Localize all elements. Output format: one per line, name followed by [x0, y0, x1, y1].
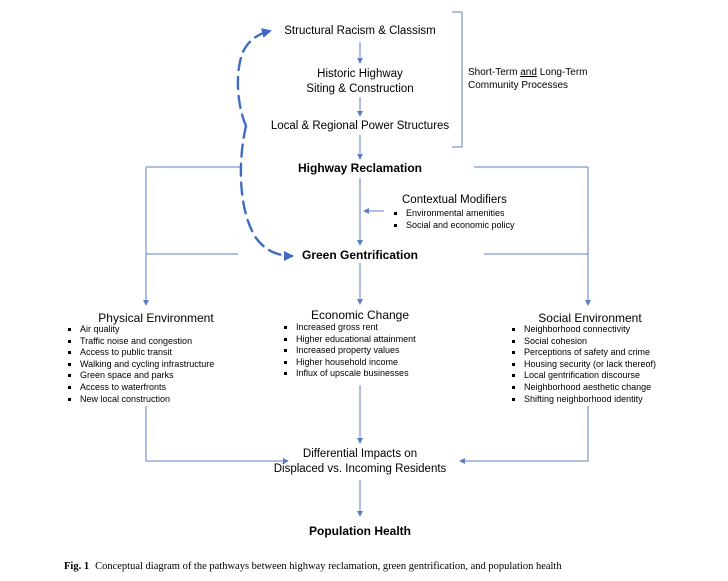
list-item: Environmental amenities: [392, 208, 515, 220]
node-differential-line2: Displaced vs. Incoming Residents: [273, 463, 447, 475]
node-economic-change: Economic Change: [310, 308, 410, 322]
node-highway-siting-line1: Historic Highway: [317, 68, 403, 80]
dashed-arrow-top: [236, 28, 272, 128]
list-item: Neighborhood aesthetic change: [510, 382, 656, 394]
bracket-label-line1: Short-Term and Long-Term: [468, 66, 588, 79]
node-population-health: Population Health: [309, 524, 411, 538]
list-item: Social cohesion: [510, 336, 656, 348]
list-item: Social and economic policy: [392, 220, 515, 232]
node-social-environment: Social Environment: [538, 311, 642, 325]
arrow-social-to-differential: [459, 406, 589, 464]
list-item: Increased gross rent: [282, 322, 416, 334]
bracket-label-underlined: and: [520, 67, 537, 78]
list-item: Access to public transit: [66, 347, 214, 359]
figure-caption-label: Fig. 1: [64, 561, 90, 572]
arrow-physical-to-differential: [145, 406, 289, 464]
node-power-structures: Local & Regional Power Structures: [270, 120, 450, 132]
node-differential-impacts: Differential Impacts on Displaced vs. In…: [250, 447, 470, 477]
bracket-label-line2: Community Processes: [468, 80, 569, 91]
figure-caption-text: Conceptual diagram of the pathways betwe…: [95, 561, 562, 572]
node-physical-environment: Physical Environment: [98, 311, 214, 325]
bracket-label: Short-Term and Long-Term Community Proce…: [468, 66, 588, 92]
list-item: Traffic noise and congestion: [66, 336, 214, 348]
list-item: Air quality: [66, 324, 214, 336]
list-item: Access to waterfronts: [66, 382, 214, 394]
node-highway-siting-line2: Siting & Construction: [306, 83, 414, 95]
node-highway-siting: Historic Highway Siting & Construction: [260, 67, 460, 97]
list-item: Shifting neighborhood identity: [510, 394, 656, 406]
node-differential-line1: Differential Impacts on: [302, 448, 418, 460]
list-item: Housing security (or lack thereof): [510, 359, 656, 371]
list-item: New local construction: [66, 394, 214, 406]
list-item: Neighborhood connectivity: [510, 324, 656, 336]
list-item: Perceptions of safety and crime: [510, 347, 656, 359]
bracket-label-pre: Short-Term: [468, 67, 521, 78]
list-item: Influx of upscale businesses: [282, 368, 416, 380]
node-structural-racism: Structural Racism & Classism: [284, 25, 436, 37]
dashed-arrow-bottom: [239, 124, 294, 261]
bracket-label-post: Long-Term: [536, 67, 588, 78]
list-item: Higher educational attainment: [282, 334, 416, 346]
list-item: Increased property values: [282, 345, 416, 357]
bracket: [452, 11, 463, 148]
list-item: Local gentrification discourse: [510, 370, 656, 382]
figure-caption: Fig. 1 Conceptual diagram of the pathways…: [64, 561, 562, 572]
list-item: Higher household income: [282, 357, 416, 369]
list-item: Walking and cycling infrastructure: [66, 359, 214, 371]
node-green-gentrification: Green Gentrification: [301, 248, 419, 262]
list-item: Green space and parks: [66, 370, 214, 382]
node-contextual-modifiers: Contextual Modifiers: [402, 194, 507, 206]
node-highway-reclamation: Highway Reclamation: [297, 161, 423, 175]
